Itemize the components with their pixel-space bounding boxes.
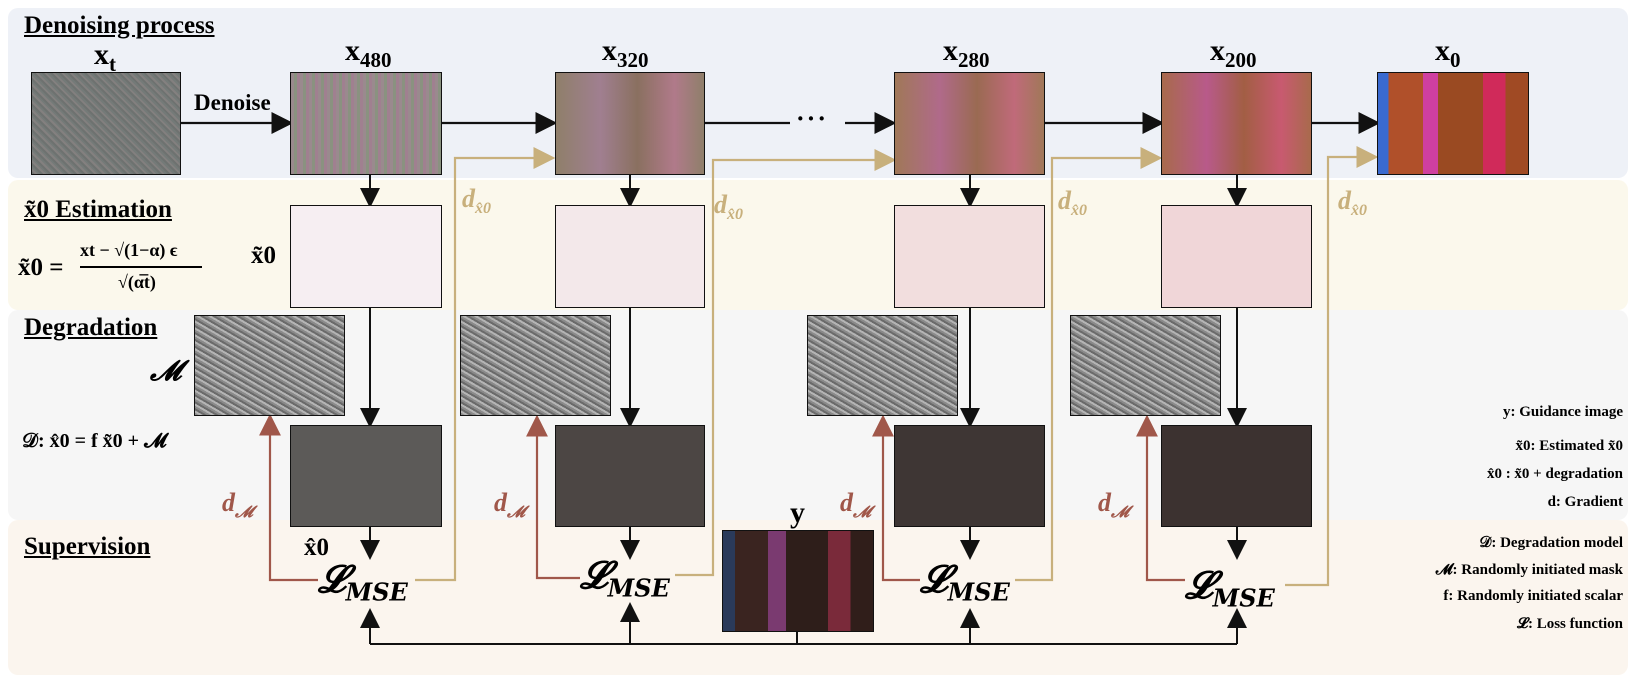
estimation-band xyxy=(8,180,1628,310)
mask-image-2 xyxy=(460,315,611,416)
degradation-formula: 𝒟: x̂0 = f x̃0 + 𝓜 xyxy=(22,430,167,452)
gradient-label-mask-3: d𝓜 xyxy=(840,488,871,522)
estimation-formula-lhs: x̃0 = xyxy=(18,254,64,281)
label-x0: x0 xyxy=(1435,34,1461,72)
mask-symbol: 𝓜 xyxy=(150,356,182,387)
image-x200 xyxy=(1161,72,1312,175)
guidance-image-y xyxy=(722,530,874,632)
image-x320 xyxy=(555,72,705,175)
label-xt: xt xyxy=(94,38,116,76)
mask-image-4 xyxy=(1070,315,1221,416)
estimated-x0-280 xyxy=(894,205,1045,308)
degraded-x0-1 xyxy=(290,425,442,527)
gradient-label-mask-1: d𝓜 xyxy=(222,488,253,522)
loss-mse-3: 𝓛MSE xyxy=(920,556,1010,607)
label-x320: x320 xyxy=(602,34,649,72)
loss-mse-4: 𝓛MSE xyxy=(1185,562,1275,613)
mask-image-3 xyxy=(807,315,958,416)
legend-item-mask: 𝓜: Randomly initiated mask xyxy=(1435,562,1623,578)
section-title-degradation: Degradation xyxy=(24,314,158,341)
legend-item-loss: 𝓛: Loss function xyxy=(1517,616,1623,632)
degraded-x0-2 xyxy=(555,425,705,527)
loss-mse-1: 𝓛MSE xyxy=(318,556,408,607)
degraded-x0-4 xyxy=(1161,425,1312,527)
label-x0-hat: x̂0 xyxy=(304,534,329,561)
image-x280 xyxy=(894,72,1045,175)
legend-item-scalar: f: Randomly initiated scalar xyxy=(1443,588,1623,604)
section-title-supervision: Supervision xyxy=(24,533,151,560)
legend-item-degradation-model: 𝒟: Degradation model xyxy=(1479,535,1623,551)
gradient-label-x0-1: dx̂0 xyxy=(462,184,491,218)
image-x0 xyxy=(1377,72,1529,175)
estimated-x0-320 xyxy=(555,205,705,308)
label-x480: x480 xyxy=(345,34,392,72)
gradient-label-x0-4: dx̂0 xyxy=(1338,186,1367,220)
section-title-estimation: x̃0 Estimation xyxy=(24,196,172,223)
loss-mse-2: 𝓛MSE xyxy=(580,552,670,603)
legend-item-gradient: d: Gradient xyxy=(1547,494,1623,510)
gradient-label-mask-4: d𝓜 xyxy=(1098,488,1129,522)
legend-item-x0-hat: x̂0 : x̃0 + degradation xyxy=(1486,466,1623,482)
fraction-bar xyxy=(80,266,202,268)
gradient-label-x0-2: dx̂0 xyxy=(714,190,743,224)
label-x0-tilde: x̃0 xyxy=(251,242,276,269)
denoise-label: Denoise xyxy=(194,90,271,115)
estimated-x0-480 xyxy=(290,205,442,308)
label-x280: x280 xyxy=(943,34,990,72)
image-x480 xyxy=(290,72,442,175)
estimation-formula-denominator: √(α̅t) xyxy=(118,272,156,292)
gradient-label-mask-2: d𝓜 xyxy=(494,488,525,522)
section-title-denoising: Denoising process xyxy=(24,12,215,39)
degraded-x0-3 xyxy=(894,425,1045,527)
label-y: y xyxy=(790,496,805,529)
ellipsis: ··· xyxy=(796,104,829,133)
noise-image-xt xyxy=(31,72,181,175)
legend-item-x0-tilde: x̃0: Estimated x̃0 xyxy=(1515,438,1624,454)
estimated-x0-200 xyxy=(1161,205,1312,308)
estimation-formula-numerator: xt − √(1−α) ϵ xyxy=(80,240,178,260)
gradient-label-x0-3: dx̂0 xyxy=(1058,186,1087,220)
label-x200: x200 xyxy=(1210,34,1257,72)
legend-item-y: y: Guidance image xyxy=(1503,404,1623,420)
mask-image-1 xyxy=(194,315,345,416)
